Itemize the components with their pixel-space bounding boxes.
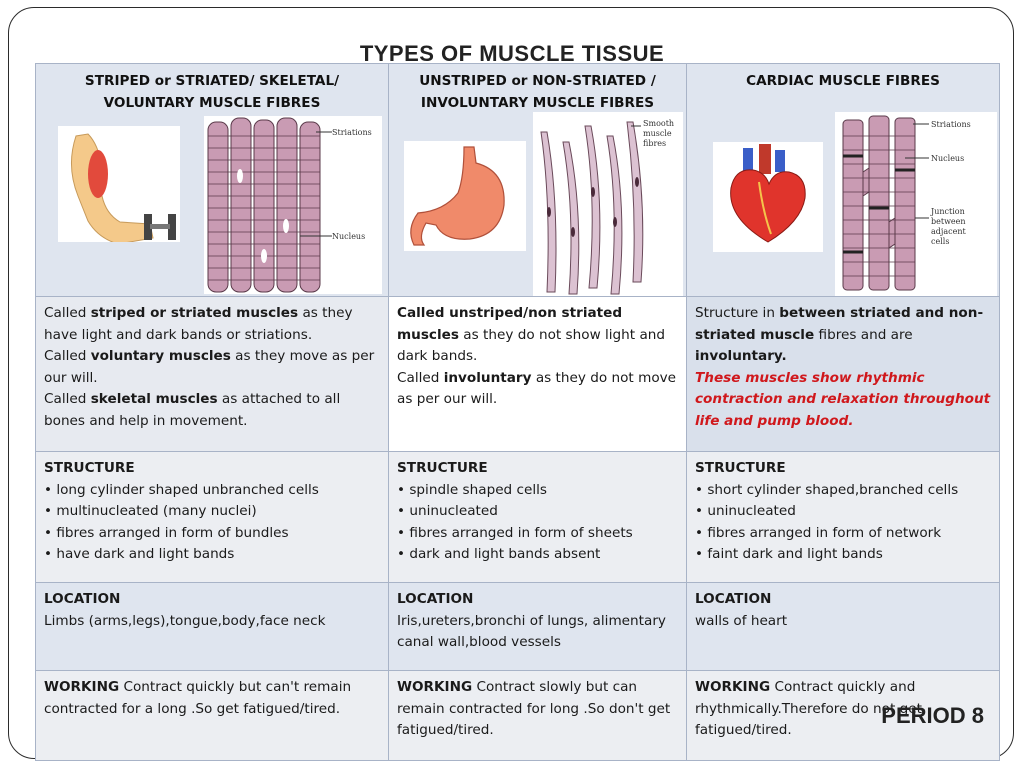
cardiac-structure-item: fibres arranged in form of network [695, 523, 991, 545]
striated-fibres-icon: Striations Nucleus [204, 116, 382, 294]
cardiac-working: WORKING Contract quickly and rhythmicall… [686, 670, 1000, 761]
smooth-structure-item: fibres arranged in form of sheets [397, 523, 678, 545]
structure-heading: STRUCTURE [397, 460, 488, 476]
skeletal-working-text: Contract quickly but can't remain contra… [44, 679, 352, 717]
smooth-header-line1: UNSTRIPED or NON-STRIATED / [419, 73, 656, 89]
skeletal-header-line1: STRIPED or STRIATED/ SKELETAL/ [84, 73, 340, 89]
cardiac-junction-label-2: between [931, 217, 966, 226]
cardiac-structure-item: faint dark and light bands [695, 544, 991, 566]
location-heading: LOCATION [695, 591, 772, 607]
striations-label: Striations [332, 128, 372, 137]
skeletal-header-line2: VOLUNTARY MUSCLE FIBRES [103, 95, 321, 111]
cardiac-desc-1: Structure in between striated and non-st… [695, 305, 984, 364]
skeletal-structure-item: long cylinder shaped unbranched cells [44, 480, 380, 502]
smooth-label-3: fibres [643, 139, 666, 148]
cardiac-location-text: walls of heart [695, 612, 788, 629]
cardiac-location: LOCATION walls of heart [686, 582, 1000, 671]
smooth-working: WORKING Contract slowly but can remain c… [388, 670, 687, 761]
smooth-structure: STRUCTURE spindle shaped cells uninuclea… [388, 451, 687, 583]
skeletal-location-text: Limbs (arms,legs),tongue,body,face neck [44, 612, 326, 629]
smooth-label-2: muscle [643, 129, 672, 138]
skeletal-header-cell: STRIPED or STRIATED/ SKELETAL/ VOLUNTARY… [35, 63, 389, 297]
smooth-desc-1: Called unstriped/non striated muscles as… [397, 305, 666, 364]
smooth-location: LOCATION Iris,ureters,bronchi of lungs, … [388, 582, 687, 671]
cardiac-fibres-icon: Striations Nucleus Junction between adja… [835, 112, 997, 296]
structure-heading: STRUCTURE [695, 460, 786, 476]
cardiac-description: Structure in between striated and non-st… [686, 296, 1000, 452]
skeletal-structure-item: have dark and light bands [44, 544, 380, 566]
smooth-location-text: Iris,ureters,bronchi of lungs, alimentar… [397, 612, 666, 651]
smooth-header-cell: UNSTRIPED or NON-STRIATED / INVOLUNTARY … [388, 63, 687, 297]
heart-icon [713, 142, 823, 252]
smooth-desc-2: Called involuntary as they do not move a… [397, 369, 677, 408]
smooth-working-text: Contract slowly but can remain contracte… [397, 679, 671, 738]
cardiac-header-line1: CARDIAC MUSCLE FIBRES [746, 73, 940, 89]
skeletal-structure: STRUCTURE long cylinder shaped unbranche… [35, 451, 389, 583]
location-heading: LOCATION [397, 591, 474, 607]
slide-title: TYPES OF MUSCLE TISSUE [359, 41, 665, 62]
cardiac-junction-label-3: adjacent [931, 227, 967, 236]
cardiac-junction-label-4: cells [931, 237, 949, 246]
cardiac-structure: STRUCTURE short cylinder shaped,branched… [686, 451, 1000, 583]
working-heading: WORKING [695, 679, 771, 695]
flexed-arm-icon [58, 126, 180, 242]
cardiac-nucleus-label: Nucleus [931, 154, 964, 163]
skeletal-desc-1: Called striped or striated muscles as th… [44, 305, 353, 343]
period-footer: PERIOD 8 [881, 703, 984, 728]
skeletal-working: WORKING Contract quickly but can't remai… [35, 670, 389, 761]
skeletal-desc-2: Called voluntary muscles as they move as… [44, 348, 375, 386]
cardiac-structure-item: short cylinder shaped,branched cells [695, 480, 991, 502]
skeletal-desc-3: Called skeletal muscles as attached to a… [44, 391, 341, 429]
structure-heading: STRUCTURE [44, 460, 135, 476]
cardiac-desc-red: These muscles show rhythmic contraction … [695, 369, 991, 429]
skeletal-location: LOCATION Limbs (arms,legs),tongue,body,f… [35, 582, 389, 671]
smooth-fibres-icon: Smooth muscle fibres [533, 112, 683, 296]
stomach-icon [404, 141, 526, 251]
cardiac-working-text: Contract quickly and rhythmically.Theref… [695, 679, 922, 738]
cardiac-striations-label: Striations [931, 120, 971, 129]
nucleus-label: Nucleus [332, 232, 365, 241]
working-heading: WORKING [397, 679, 473, 695]
location-heading: LOCATION [44, 591, 121, 607]
smooth-description: Called unstriped/non striated muscles as… [388, 296, 687, 452]
skeletal-structure-item: multinucleated (many nuclei) [44, 501, 380, 523]
skeletal-structure-item: fibres arranged in form of bundles [44, 523, 380, 545]
smooth-label-1: Smooth [643, 119, 674, 128]
smooth-structure-item: dark and light bands absent [397, 544, 678, 566]
cardiac-junction-label-1: Junction [930, 207, 965, 216]
smooth-structure-item: spindle shaped cells [397, 480, 678, 502]
smooth-structure-item: uninucleated [397, 501, 678, 523]
muscle-comparison-table: STRIPED or STRIATED/ SKELETAL/ VOLUNTARY… [35, 63, 1000, 761]
working-heading: WORKING [44, 679, 120, 695]
cardiac-header-cell: CARDIAC MUSCLE FIBRES [686, 63, 1000, 297]
smooth-header-line2: INVOLUNTARY MUSCLE FIBRES [420, 95, 655, 111]
cardiac-structure-item: uninucleated [695, 501, 991, 523]
skeletal-description: Called striped or striated muscles as th… [35, 296, 389, 452]
